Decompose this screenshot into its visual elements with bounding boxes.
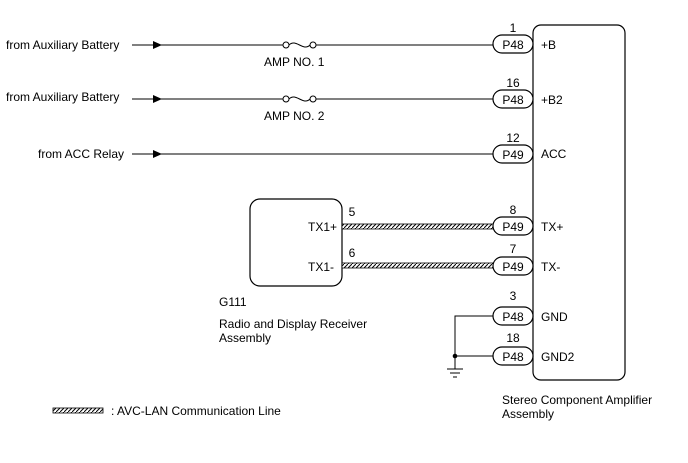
connector-gnd2 <box>492 346 534 366</box>
terminal-gnd2: GND2 <box>541 350 575 364</box>
pin-txp: 8 <box>510 203 517 217</box>
terminal-acc: ACC <box>541 147 567 161</box>
connector-gnd <box>492 306 534 326</box>
terminal-b: +B <box>541 38 556 52</box>
connector-b <box>492 34 534 54</box>
fuse-amp1-icon <box>278 41 318 49</box>
fuse-amp1-label: AMP NO. 1 <box>264 55 325 69</box>
connector-txp-label: P49 <box>502 220 524 234</box>
receiver-code: G111 <box>219 295 247 309</box>
receiver-terminal-txp: TX1+ <box>308 220 337 234</box>
receiver-pin-txp: 5 <box>349 205 356 219</box>
terminal-b2: +B2 <box>541 93 563 107</box>
ground-junction <box>452 353 458 359</box>
pin-gnd2: 18 <box>506 331 520 345</box>
legend-label: : AVC-LAN Communication Line <box>111 404 281 418</box>
ground-wire <box>454 315 493 357</box>
terminal-gnd: GND <box>541 310 568 324</box>
receiver-name-line2: Assembly <box>219 331 271 345</box>
connector-acc <box>492 144 534 164</box>
terminal-txm: TX- <box>541 260 560 274</box>
avc-lan-line-txm <box>341 262 494 269</box>
connector-gnd-label: P48 <box>502 310 524 324</box>
connector-b2 <box>492 89 534 109</box>
connector-txp <box>492 216 534 236</box>
source-aux-battery-1: from Auxiliary Battery <box>6 38 119 52</box>
receiver-name-line1: Radio and Display Receiver <box>219 317 367 331</box>
ground-icon <box>447 368 463 378</box>
pin-gnd: 3 <box>510 289 517 303</box>
pin-txm: 7 <box>510 242 517 256</box>
receiver-box <box>249 198 343 287</box>
source-acc-relay: from ACC Relay <box>38 147 124 161</box>
connector-gnd2-label: P48 <box>502 350 524 364</box>
fuse-amp2-icon <box>278 95 318 103</box>
receiver-terminal-txm: TX1- <box>308 260 334 274</box>
connector-acc-label: P49 <box>502 148 524 162</box>
connector-b2-label: P48 <box>502 93 524 107</box>
receiver-pin-txm: 6 <box>349 246 356 260</box>
arrow-b-icon <box>153 41 162 49</box>
legend-swatch-icon <box>52 407 104 414</box>
connector-b-label: P48 <box>502 38 524 52</box>
fuse-amp2-label: AMP NO. 2 <box>264 109 325 123</box>
amplifier-name-line2: Assembly <box>502 407 554 421</box>
arrow-b2-icon <box>153 95 162 103</box>
connector-txm-label: P49 <box>502 260 524 274</box>
terminal-txp: TX+ <box>541 220 563 234</box>
source-aux-battery-2: from Auxiliary Battery <box>6 90 119 104</box>
avc-lan-line-txp <box>341 223 494 230</box>
pin-acc: 12 <box>506 131 520 145</box>
amplifier-name-line1: Stereo Component Amplifier <box>502 393 652 407</box>
pin-b: 1 <box>510 21 517 35</box>
amplifier-box <box>532 24 626 381</box>
connector-txm <box>492 256 534 276</box>
arrow-acc-icon <box>153 150 162 158</box>
pin-b2: 16 <box>506 76 520 90</box>
